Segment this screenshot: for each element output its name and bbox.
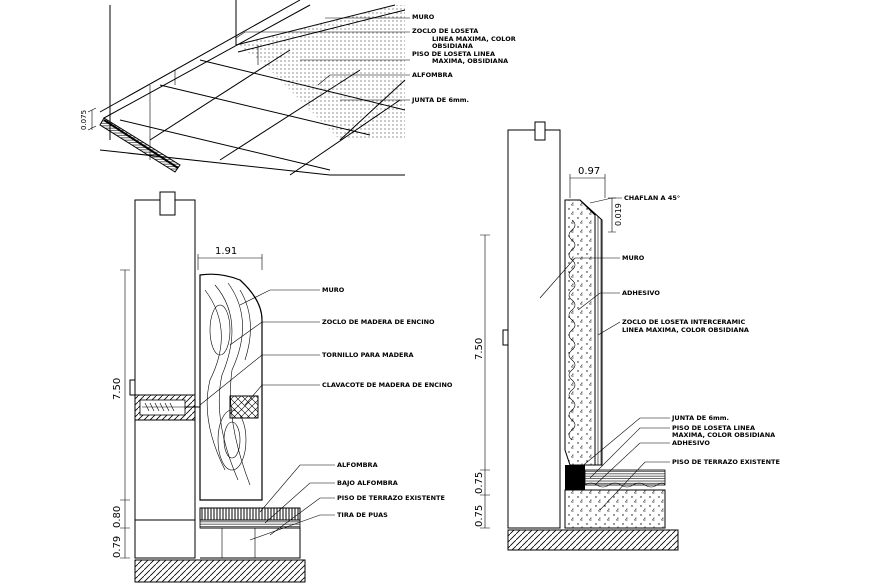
label-junta-right: JUNTA DE 6mm. [671,414,729,422]
label-muro-left: MURO [322,286,345,294]
left-height-dim-2: 0.80 [112,506,123,528]
right-height-dim-3: 0.75 [474,505,485,527]
label-zoclo-loseta-3: OBSIDIANA [432,42,473,50]
label-piso-loseta-right: PISO DE LOSETA LINEA [672,424,755,432]
perspective-dim: 0.075 [80,110,88,130]
label-clavacote: CLAVACOTE DE MADERA DE ENCINO [322,381,453,389]
label-adhesivo-1: ADHESIVO [622,289,660,297]
left-width-dim: 1.91 [215,246,237,257]
right-height-dim-2: 0.75 [474,472,485,494]
label-alfombra-left: ALFOMBRA [337,461,378,469]
label-zoclo-interceramic: ZOCLO DE LOSETA INTERCERAMIC [622,318,745,326]
label-piso-loseta: PISO DE LOSETA LINEA [412,50,495,58]
label-alfombra-top: ALFOMBRA [412,71,453,79]
label-adhesivo-2: ADHESIVO [672,439,710,447]
left-height-dim-1: 7.50 [112,378,123,400]
label-piso-loseta-2: MAXIMA, OBSIDIANA [432,57,508,65]
right-height-dim-1: 7.50 [474,338,485,360]
label-tornillo: TORNILLO PARA MADERA [322,351,414,359]
right-section: 0.97 0.019 7.50 0.75 0.75 CHAFLAN A 45° … [474,121,780,551]
label-tira-puas: TIRA DE PUAS [337,511,388,519]
label-bajo-alfombra: BAJO ALFOMBRA [337,479,398,487]
label-terrazo-right: PISO DE TERRAZO EXISTENTE [672,458,780,466]
perspective-view: 0.075 MURO ZOCLO DE LOSETA LINEA MAXIMA,… [80,0,516,176]
label-muro-top: MURO [412,13,435,21]
label-zoclo-loseta-2: LINEA MAXIMA, COLOR [432,35,516,43]
label-junta-top: JUNTA DE 6mm. [411,96,469,104]
label-muro-right: MURO [622,254,645,262]
right-width-dim: 0.97 [578,166,600,177]
label-zoclo-interceramic-2: LINEA MAXIMA, COLOR OBSIDIANA [622,326,749,334]
label-piso-loseta-right-2: MAXIMA, COLOR OBSIDIANA [672,431,775,439]
label-chaflan: CHAFLAN A 45° [624,194,680,202]
left-section: 1.91 7.50 0.80 0.79 MURO ZOCLO DE MADERA… [112,191,453,583]
label-terrazo-left: PISO DE TERRAZO EXISTENTE [337,494,445,502]
right-chamfer-dim: 0.019 [614,203,623,226]
wall-hatch [236,5,405,140]
label-zoclo-loseta: ZOCLO DE LOSETA [412,27,478,35]
label-zoclo-madera: ZOCLO DE MADERA DE ENCINO [322,318,435,326]
left-height-dim-3: 0.79 [112,536,123,558]
